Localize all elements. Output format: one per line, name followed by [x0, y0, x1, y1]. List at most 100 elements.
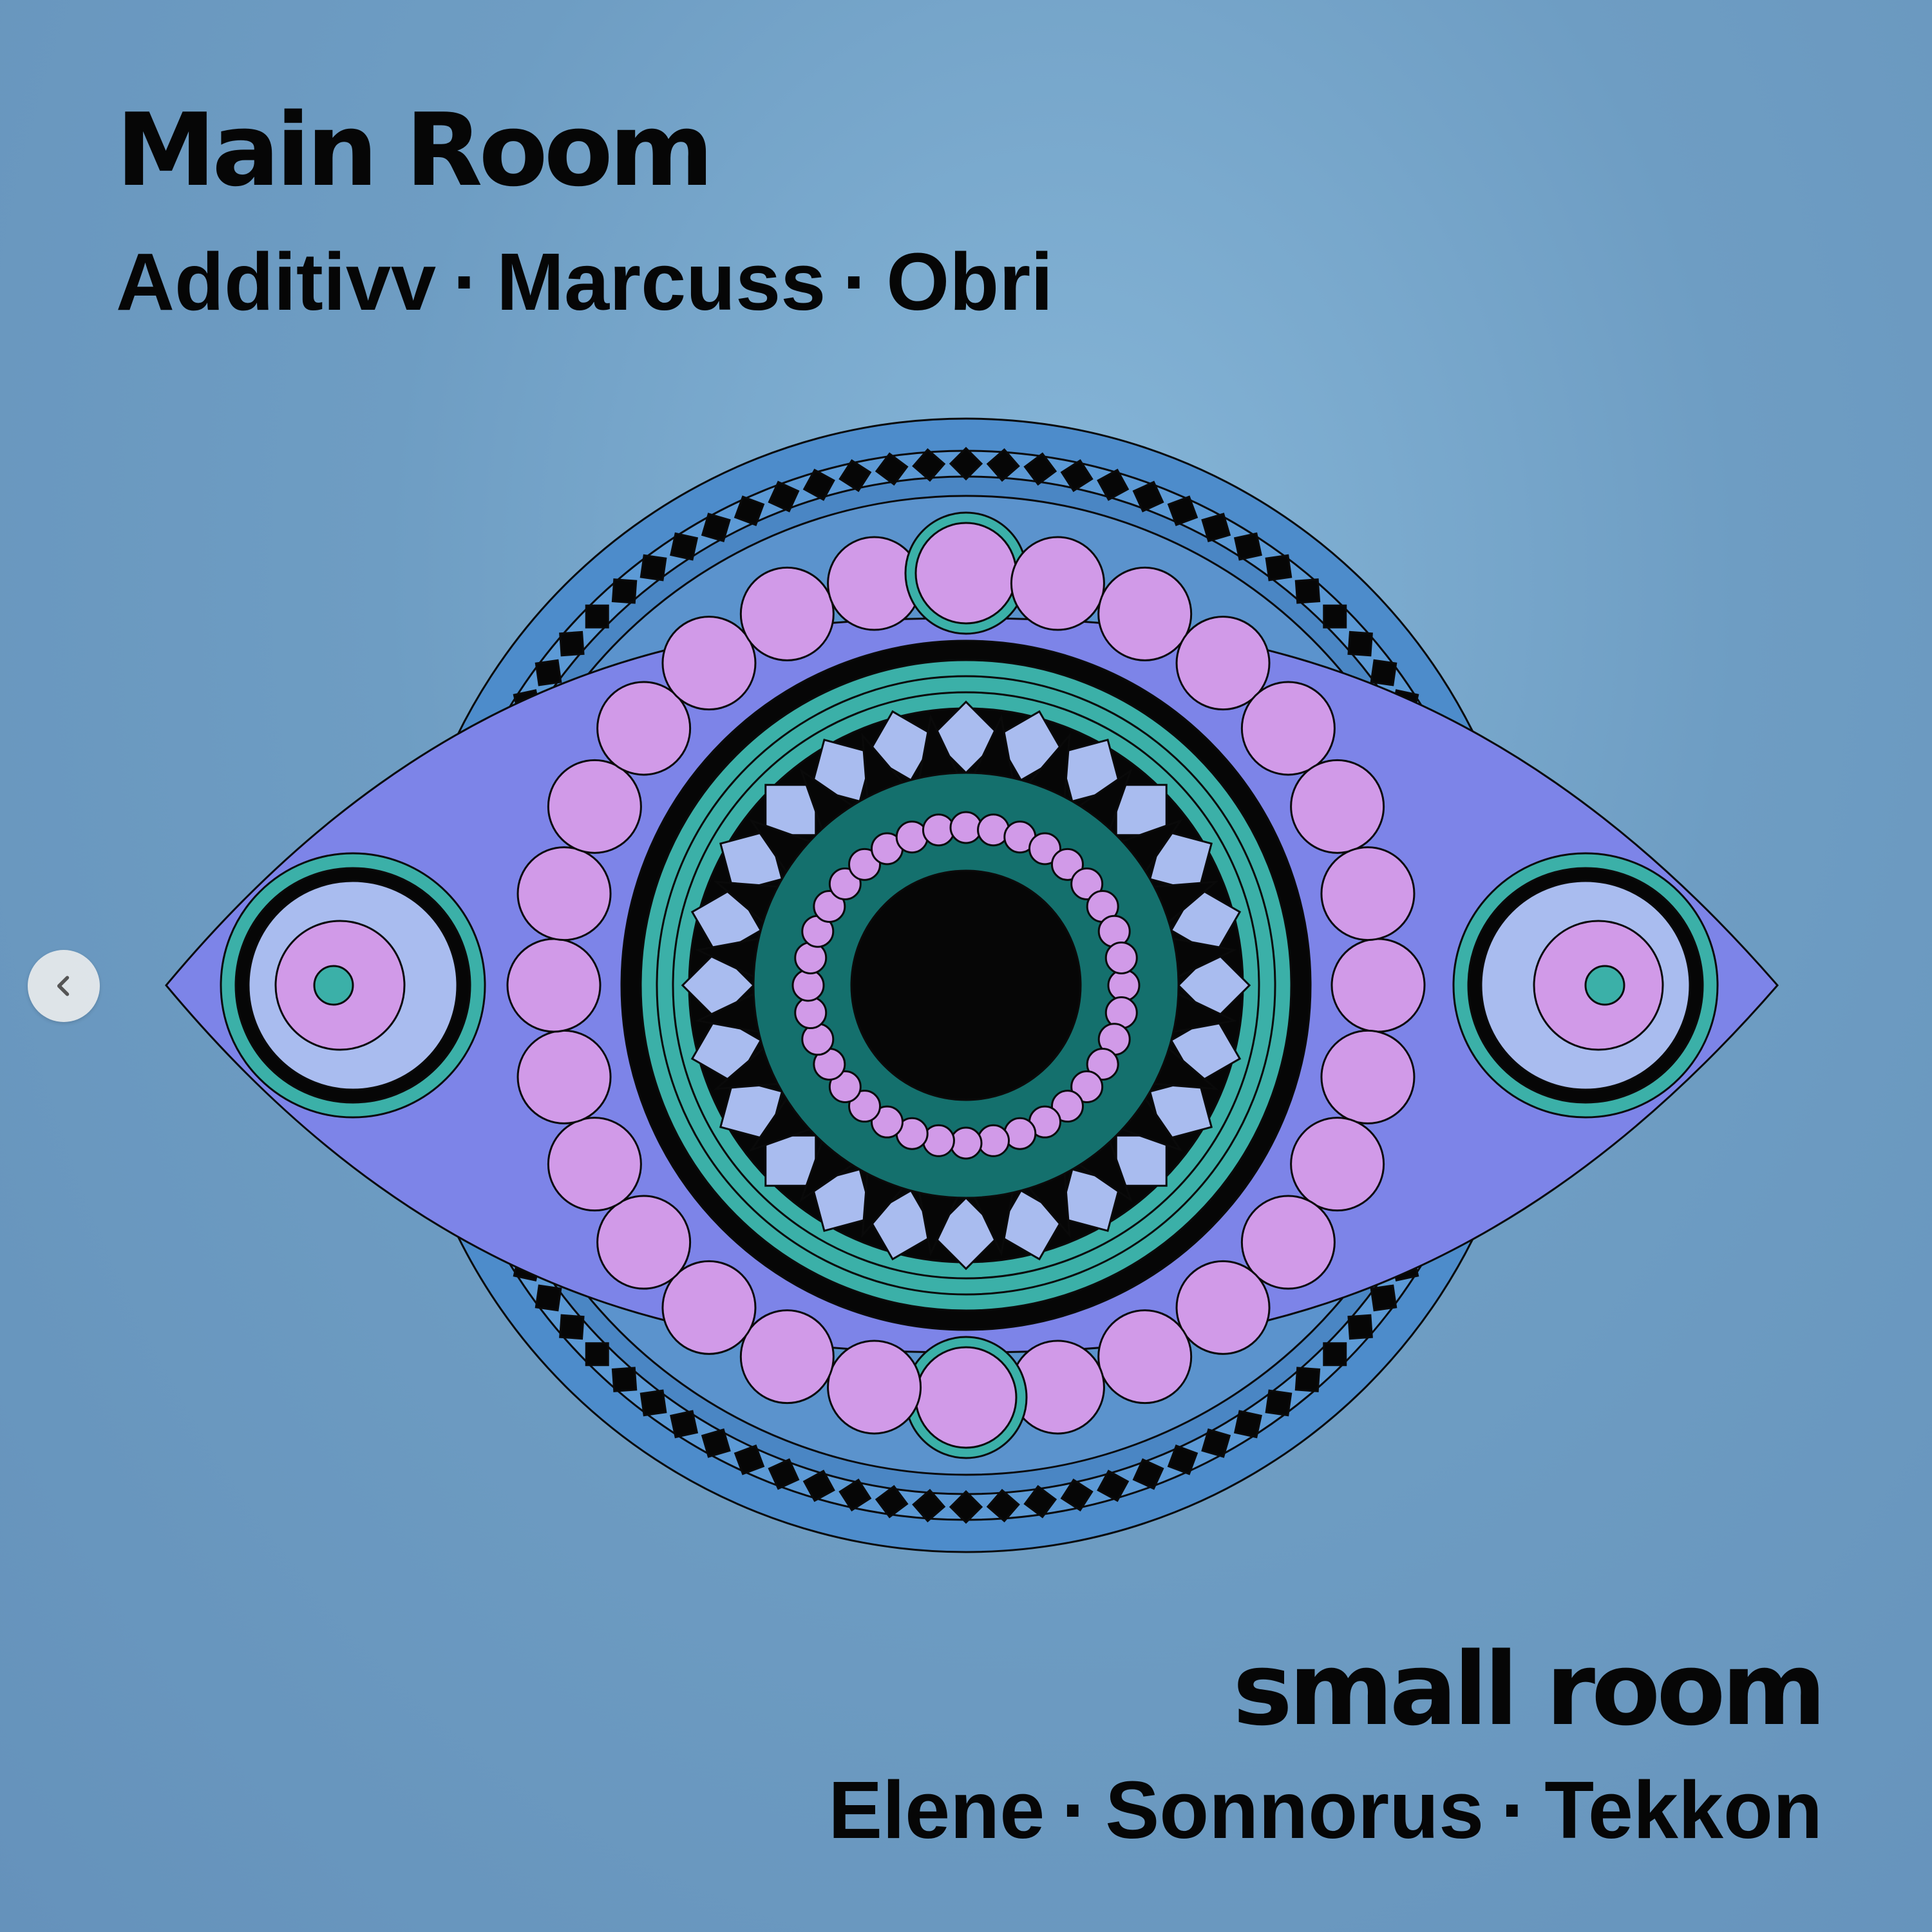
pink-dot	[661, 1260, 757, 1355]
checker-diamond	[802, 1470, 835, 1502]
main-room-lineup: Additivv·Marcuss·Obri	[116, 242, 1053, 323]
small-room-title: small room	[1233, 1631, 1826, 1748]
checker-diamond	[535, 1284, 562, 1312]
pale-diamond	[764, 1134, 817, 1187]
checker-diamond	[1201, 1428, 1231, 1458]
pink-dot	[1097, 566, 1193, 661]
checker-diamond	[1294, 578, 1321, 604]
checker-diamond	[559, 630, 585, 657]
pink-dot	[1175, 1260, 1271, 1355]
checker-diamond	[949, 1490, 983, 1524]
pupil	[850, 869, 1082, 1101]
pink-dot	[739, 1309, 835, 1405]
small-room-lineup: Elene·Sonnorus·Tekkon	[828, 1770, 1823, 1851]
checker-diamond	[1060, 1478, 1094, 1512]
inner-bead	[1107, 969, 1141, 1002]
checker-diamond	[1265, 554, 1293, 582]
checker-diamond	[1370, 659, 1397, 687]
inner-bead	[977, 1124, 1010, 1157]
carousel-previous-button[interactable]	[28, 950, 100, 1022]
pink-dot	[547, 1117, 642, 1212]
checker-diamond	[1265, 1389, 1293, 1417]
iris-ring	[656, 675, 1276, 1296]
pink-dot	[547, 759, 642, 854]
checker-diamond	[1167, 1444, 1198, 1475]
pink-dot	[516, 1029, 612, 1124]
pink-dot	[516, 846, 612, 942]
checker-diamond	[912, 448, 946, 482]
checker-diamond	[875, 452, 909, 486]
pink-dot	[914, 522, 1018, 625]
checker-diamond	[1233, 532, 1262, 561]
inner-bead	[1070, 867, 1104, 901]
main-room-title: Main Room	[116, 91, 714, 209]
pink-dot	[1290, 759, 1385, 854]
checker-diamond	[734, 495, 765, 526]
checker-diamond	[639, 1389, 667, 1417]
checker-diamond	[585, 1342, 609, 1367]
pink-dot	[506, 938, 601, 1033]
inner-bead	[828, 1070, 862, 1103]
checker-diamond	[1132, 480, 1164, 513]
inner-bead	[1070, 1070, 1104, 1103]
inner-bead	[871, 1105, 904, 1139]
checker-diamond	[1347, 630, 1373, 657]
checker-diamond	[768, 1458, 800, 1490]
checker-diamond	[986, 1488, 1020, 1523]
pink-dot	[1175, 616, 1271, 711]
inner-bead	[791, 969, 825, 1002]
artist-name: Additivv	[116, 236, 437, 327]
checker-diamond	[611, 1367, 638, 1392]
checker-diamond	[912, 1488, 946, 1523]
artist-name: Obri	[886, 236, 1054, 327]
artist-name: Elene	[828, 1765, 1045, 1855]
side-eye-pupil	[1584, 965, 1625, 1006]
inner-bead	[1028, 832, 1061, 866]
checker-diamond	[1097, 1470, 1130, 1502]
checker-diamond	[585, 604, 609, 629]
checker-diamond	[1023, 1484, 1057, 1519]
pink-dot	[1010, 536, 1105, 631]
checker-diamond	[670, 1410, 699, 1439]
inner-bead	[949, 811, 983, 844]
artist-name: Tekkon	[1544, 1765, 1823, 1855]
checker-diamond	[838, 1478, 872, 1512]
checker-diamond	[734, 1444, 765, 1475]
checker-diamond	[701, 1428, 731, 1458]
iris-ring	[672, 691, 1260, 1280]
checker-diamond	[1167, 495, 1198, 526]
checker-diamond	[1323, 604, 1347, 629]
checker-diamond	[1060, 459, 1094, 493]
pink-dot	[1097, 1309, 1193, 1405]
inner-bead	[813, 890, 846, 923]
pink-dot	[1320, 846, 1416, 942]
separator-dot: ·	[1061, 1765, 1089, 1855]
pink-dot	[1320, 1029, 1416, 1124]
checker-diamond	[1294, 1367, 1321, 1392]
checker-diamond	[1023, 452, 1057, 486]
checker-diamond	[986, 448, 1020, 482]
checker-diamond	[949, 446, 983, 481]
pink-dot	[827, 1340, 922, 1435]
checker-diamond	[611, 578, 638, 604]
pink-dot	[596, 1195, 692, 1290]
checker-diamond	[1097, 468, 1130, 501]
side-eye-pupil	[313, 965, 354, 1006]
separator-dot: ·	[842, 236, 870, 327]
checker-diamond	[701, 513, 731, 543]
pink-dot	[1331, 938, 1426, 1033]
pink-dot	[1290, 1117, 1385, 1212]
inner-bead	[1086, 1048, 1119, 1081]
separator-dot: ·	[453, 236, 480, 327]
inner-bead	[922, 813, 955, 847]
pink-dot	[1240, 1195, 1336, 1290]
chevron-left-icon	[57, 976, 70, 996]
inner-bead	[1050, 1090, 1084, 1123]
checker-diamond	[768, 480, 800, 513]
inner-bead	[1050, 848, 1084, 881]
inner-bead	[949, 1126, 983, 1160]
checker-diamond	[670, 532, 699, 561]
pink-dot	[914, 1346, 1018, 1449]
inner-bead	[848, 848, 882, 881]
